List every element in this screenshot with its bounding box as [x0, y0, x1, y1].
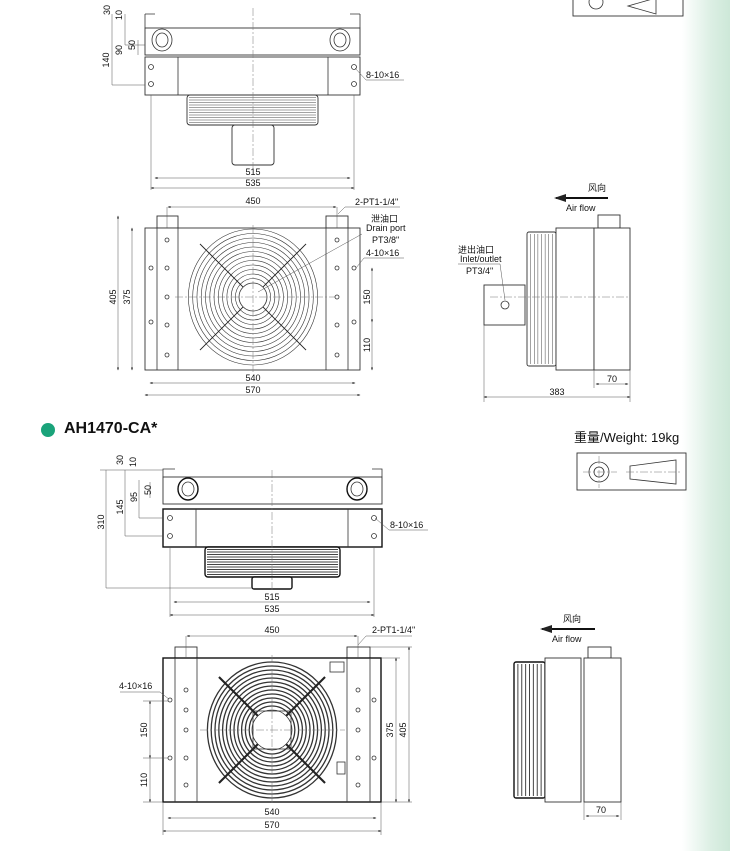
dim-110: 110 [362, 338, 372, 352]
mounting-bolt [164, 265, 170, 271]
dim-383: 383 [549, 387, 564, 397]
mounting-bolt [334, 294, 340, 300]
mounting-bolt [167, 755, 173, 761]
holes-label-top-1: 8-10×16 [366, 70, 399, 80]
dim2-70: 70 [596, 805, 606, 815]
mounting-bolt [355, 687, 361, 693]
mounting-bolt [164, 294, 170, 300]
dim2-375: 375 [385, 722, 395, 737]
mounting-icon-box [576, 452, 687, 491]
dim2-450: 450 [264, 625, 279, 635]
fan-guard-strut [218, 676, 259, 717]
ports-label-1: 2-PT1-1/4" [355, 197, 398, 207]
airflow-cn-1: 风向 [588, 182, 606, 193]
top-view-1: 515 535 30 10 50 90 140 8-10×16 [101, 5, 404, 190]
mounting-bolt [183, 727, 189, 733]
dim-515: 515 [245, 167, 260, 177]
dim-450: 450 [245, 196, 260, 206]
mounting-bolt [334, 237, 340, 243]
model-weight: 重量/Weight: 19kg [574, 430, 680, 445]
mounting-bolt [167, 697, 173, 703]
mounting-bolt [183, 687, 189, 693]
side-view-1: 风向 Air flow 进出油口 Inlet/outlet PT3/4" 383… [458, 0, 684, 402]
fan-guard-strut [262, 306, 307, 351]
dim2-515: 515 [264, 592, 279, 602]
dim2-110: 110 [139, 773, 149, 787]
mounting-bolt [183, 707, 189, 713]
mounting-bolt [351, 319, 357, 325]
dim-535: 535 [245, 178, 260, 188]
holes-label-top-2: 8-10×16 [390, 520, 423, 530]
holes-label-front-2: 4-10×16 [119, 681, 152, 691]
mounting-bolt [164, 237, 170, 243]
mounting-bolt [334, 265, 340, 271]
dim-540: 540 [245, 373, 260, 383]
dim2-10: 10 [128, 457, 138, 467]
dim-50: 50 [127, 40, 137, 50]
dim2-50: 50 [143, 485, 153, 495]
mounting-bolt [355, 727, 361, 733]
dim2-30: 30 [115, 455, 125, 465]
airflow-cn-2: 风向 [563, 613, 581, 624]
drain-label-cn: 泄油口 [371, 213, 398, 224]
mounting-bolt [371, 755, 377, 761]
inlet-label-cn: 进出油口 [458, 244, 494, 255]
mounting-bolt [334, 352, 340, 358]
inlet-label-en: Inlet/outlet [460, 254, 502, 264]
dim2-150: 150 [139, 722, 149, 737]
dim2-310: 310 [96, 514, 106, 529]
mounting-bolt [164, 352, 170, 358]
fan-guard-strut [218, 743, 259, 784]
ports-label-2: 2-PT1-1/4" [372, 625, 415, 635]
front-view-2: 450 2-PT1-1/4" 4-10×16 150 110 375 405 5… [119, 625, 415, 835]
inlet-size: PT3/4" [466, 266, 493, 276]
mounting-bolt [355, 782, 361, 788]
dim2-570: 570 [264, 820, 279, 830]
model-bullet-icon [41, 423, 55, 437]
dim2-405: 405 [398, 722, 408, 737]
dim-140: 140 [101, 52, 111, 67]
dim-10: 10 [114, 10, 124, 20]
mounting-bolt [355, 707, 361, 713]
drain-label-en: Drain port [366, 223, 406, 233]
dim2-95: 95 [129, 492, 139, 502]
mounting-bolt [183, 755, 189, 761]
mounting-bolt [351, 265, 357, 271]
dim-90: 90 [114, 45, 124, 55]
dim-70-1: 70 [607, 374, 617, 384]
model-title: AH1470-CA* [64, 420, 158, 437]
dim-150: 150 [362, 289, 372, 304]
dim2-145: 145 [115, 499, 125, 514]
airflow-en-1: Air flow [566, 203, 596, 213]
dim-405: 405 [108, 289, 118, 304]
airflow-en-2: Air flow [552, 634, 582, 644]
mounting-bolt [148, 265, 154, 271]
dim-30: 30 [102, 5, 112, 15]
dim-570: 570 [245, 385, 260, 395]
mounting-bolt [164, 322, 170, 328]
mounting-bolt [148, 319, 154, 325]
dim2-540: 540 [264, 807, 279, 817]
dim-375: 375 [122, 289, 132, 304]
fan-guard-strut [199, 306, 244, 351]
top-view-2: 515 535 310 145 95 50 30 10 8-10×16 [96, 455, 428, 617]
fan-guard-strut [285, 743, 326, 784]
page-edge-gradient [682, 0, 730, 851]
fan-guard-strut [285, 676, 326, 717]
fan-guard-strut [199, 243, 244, 288]
dim2-535: 535 [264, 604, 279, 614]
mounting-bolt [355, 755, 361, 761]
mounting-bolt [371, 697, 377, 703]
holes-label-front-1: 4-10×16 [366, 248, 399, 258]
front-view-1: 450 2-PT1-1/4" 泄油口 Drain port PT3/8" 4-1… [108, 196, 406, 396]
side-view-2: 风向 Air flow 70 [513, 613, 622, 820]
mounting-bolt [334, 322, 340, 328]
fan-guard-strut [262, 243, 307, 288]
mounting-bolt [183, 782, 189, 788]
drain-size: PT3/8" [372, 235, 399, 245]
